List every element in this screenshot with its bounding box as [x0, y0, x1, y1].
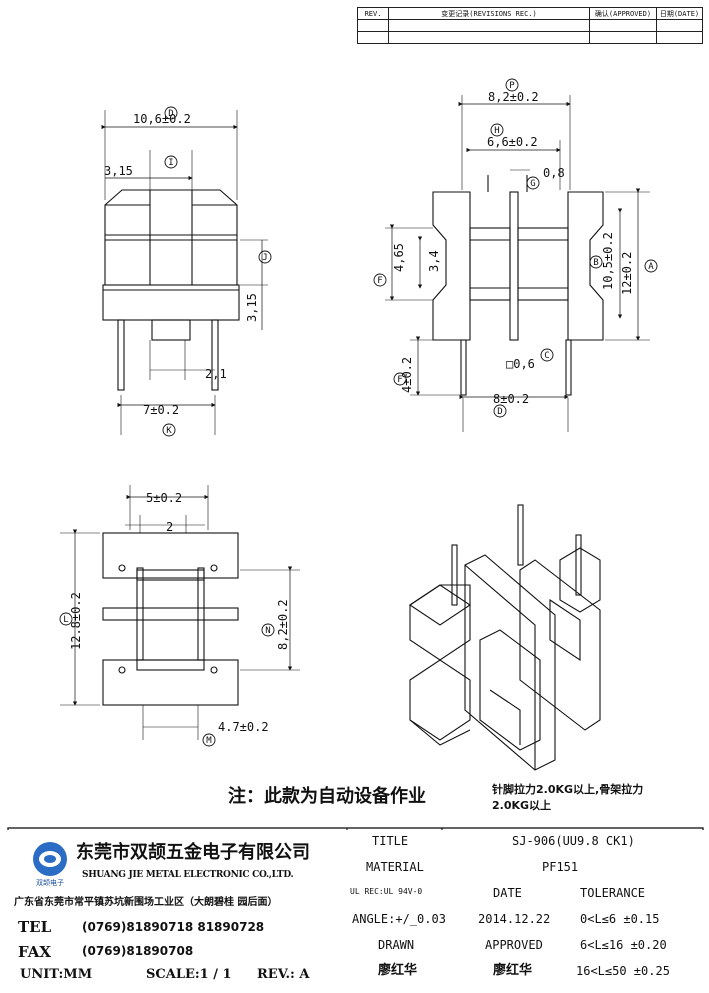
- fax-value: (0769)81890708: [82, 944, 194, 958]
- scale: SCALE:1 / 1: [146, 967, 232, 982]
- revision-table: REV. 变更记录(REVISIONS REC.) 确认(APPROVED) 日…: [357, 7, 703, 44]
- dim-height-inner: 10,5±0.2: [601, 232, 615, 290]
- dim-bottom-width: 4.7±0.2: [218, 720, 269, 734]
- svg-text:P: P: [509, 81, 515, 91]
- tel-label: TEL: [18, 918, 52, 936]
- tolerance-2: 6<L≤16 ±0.20: [580, 938, 667, 952]
- company-name-en: SHUANG JIE METAL ELECTRONIC CO.,LTD.: [82, 870, 294, 880]
- tolerance-3: 16<L≤50 ±0.25: [576, 964, 670, 978]
- dimension-labels: 10,6±0.2 3,15 3,15 2,1 7±0.2 8,2±0.2 6,6…: [69, 90, 634, 734]
- dim-width: 10,6±0.2: [133, 112, 191, 126]
- dim-left-offset: 3,15: [104, 164, 133, 178]
- date-label: DATE: [493, 886, 522, 900]
- drawn-value: 廖红华: [378, 963, 418, 978]
- company-address: 广东省东莞市常平镇苏坑新围场工业区（大朗碧桂 园后面）: [14, 897, 278, 908]
- title-value: SJ-906(UU9.8 CK1): [512, 834, 635, 848]
- technical-drawing: D I J K P H G F B A F C D L N M 10,6±0.2…: [7, 78, 704, 830]
- svg-text:A: A: [648, 262, 654, 272]
- reference-markers: [59, 78, 658, 747]
- tolerance-label: TOLERANCE: [580, 886, 646, 900]
- dim-side-inner: 6,6±0.2: [487, 135, 538, 149]
- svg-text:F: F: [377, 276, 382, 286]
- dim-pin-pitch-small: 2,1: [205, 367, 227, 381]
- svg-text:I: I: [168, 158, 173, 168]
- approved-value: 廖红华: [493, 963, 533, 978]
- svg-text:L: L: [63, 615, 68, 625]
- material-label: MATERIAL: [366, 860, 424, 874]
- drawn-label: DRAWN: [378, 938, 415, 952]
- svg-text:C: C: [544, 351, 549, 361]
- material-value: PF151: [542, 860, 579, 874]
- dim-side-height: 12±0.2: [620, 252, 634, 295]
- isometric-view: [409, 504, 601, 771]
- rev: REV.: A: [257, 967, 310, 982]
- svg-text:B: B: [593, 258, 598, 268]
- dim-pin-size: □0,6: [506, 357, 535, 371]
- svg-text:H: H: [494, 126, 499, 136]
- fax-label: FAX: [18, 943, 52, 961]
- main-note: 注：此款为自动设备作业: [228, 786, 426, 807]
- svg-text:D: D: [497, 407, 502, 417]
- dim-side-width: 8,2±0.2: [488, 90, 539, 104]
- svg-text:N: N: [265, 626, 270, 636]
- svg-text:F: F: [397, 375, 402, 385]
- dim-flange: 0,8: [543, 166, 565, 180]
- pin-force-note-2: 2.0KG以上: [492, 799, 552, 812]
- dim-bottom-height: 12.8±0.2: [69, 592, 83, 650]
- date-value: 2014.12.22: [478, 912, 551, 926]
- bottom-view: [102, 532, 239, 706]
- dim-height: 3,15: [245, 293, 259, 322]
- dim-slot-inner: 3,4: [427, 250, 441, 272]
- reference-letters: D I J K P H G F B A F C D L N M: [63, 81, 654, 746]
- company-logo: [33, 842, 67, 876]
- dim-pin-length: 4±0.2: [400, 357, 414, 393]
- title-label: TITLE: [372, 834, 409, 848]
- svg-text:M: M: [206, 736, 212, 746]
- logo-label: 双颉电子: [36, 879, 64, 887]
- company-name-cn: 东莞市双颉五金电子有限公司: [76, 842, 310, 863]
- dim-inner-height: 8,2±0.2: [276, 599, 290, 650]
- tolerance-1: 0<L≤6 ±0.15: [580, 912, 660, 926]
- dim-side-pin-pitch: 8±0.2: [493, 392, 529, 406]
- svg-text:J: J: [262, 253, 267, 263]
- tel-value: (0769)81890718 81890728: [82, 920, 265, 934]
- dim-slot: 4,65: [392, 243, 406, 272]
- dim-pin-pitch: 7±0.2: [143, 403, 179, 417]
- svg-text:G: G: [530, 179, 535, 189]
- svg-text:D: D: [168, 109, 173, 119]
- unit: UNIT:MM: [20, 967, 93, 982]
- pin-force-note-1: 针脚拉力2.0KG以上,骨架拉力: [492, 783, 644, 796]
- approved-label: APPROVED: [485, 938, 543, 952]
- front-view: [102, 189, 240, 391]
- ul-rec: UL REC:UL 94V-0: [350, 887, 423, 896]
- angle: ANGLE:+/_0.03: [352, 912, 446, 926]
- dim-top-width: 5±0.2: [146, 491, 182, 505]
- dim-gap: 2: [166, 520, 173, 534]
- svg-text:K: K: [166, 426, 172, 436]
